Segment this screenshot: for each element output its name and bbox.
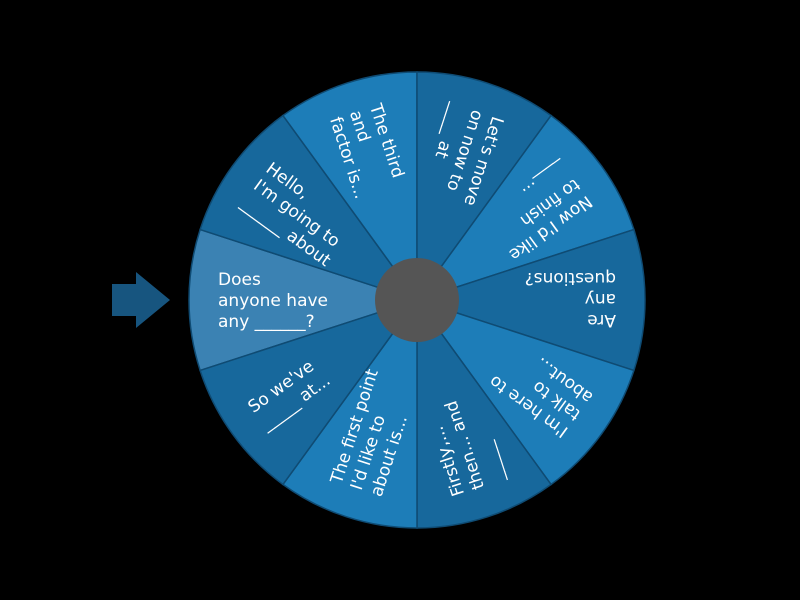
wheel-segment-0[interactable]: [188, 228, 420, 372]
wheel-segment-text-line: questions?: [525, 268, 616, 288]
wheel-segment-text-line: Are: [587, 310, 616, 330]
wheel-segment-9[interactable]: [199, 298, 419, 486]
wheel-segment-7[interactable]: [416, 297, 553, 529]
wheel-hub[interactable]: [375, 258, 459, 342]
wheel-segment-2[interactable]: [281, 71, 418, 303]
wheel-segment-6[interactable]: [415, 298, 635, 486]
wheel-segment-4[interactable]: [415, 114, 635, 302]
wheel-segment-1[interactable]: [199, 114, 419, 302]
wheel-segment-5[interactable]: [414, 228, 646, 372]
wheel-segment-text-line: any ______?: [218, 312, 315, 332]
arrow-right-icon: [112, 272, 170, 328]
wheel-segment-text-line: any: [585, 289, 616, 309]
wheel-segment-text-line: anyone have: [218, 291, 328, 311]
wheel-segment-text-line: Does: [218, 270, 261, 290]
wheel-segment-8[interactable]: [281, 297, 418, 529]
wheel-segment-3[interactable]: [416, 71, 553, 303]
